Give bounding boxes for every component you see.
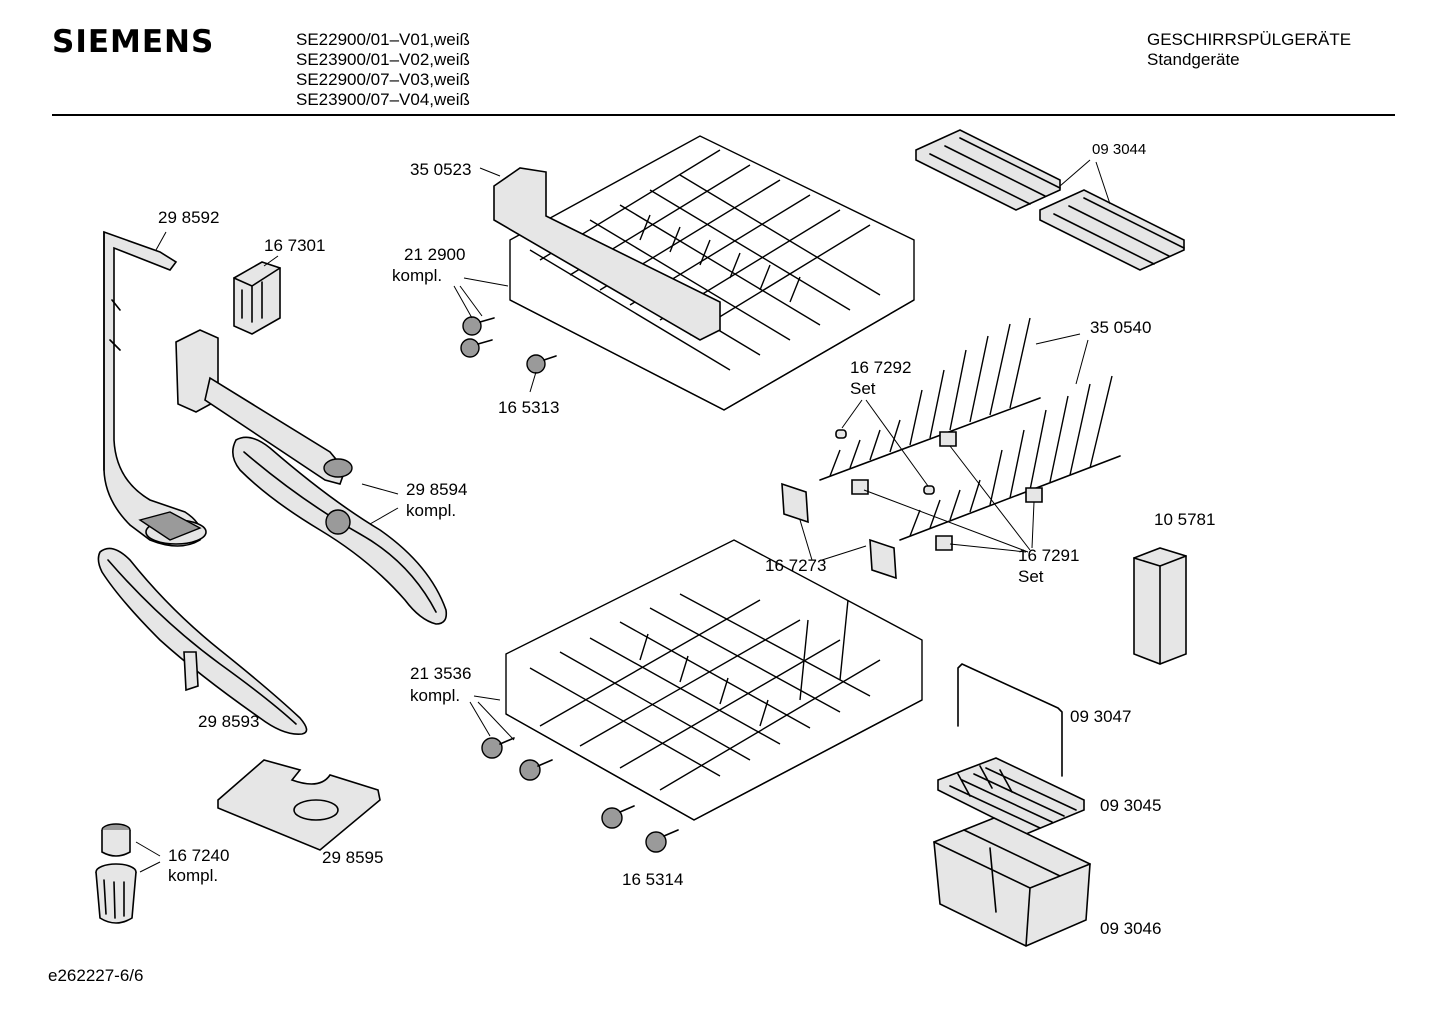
label-165314: 16 5314 [622, 870, 684, 889]
part-167291-clips[interactable] [851, 431, 1043, 551]
part-105781-insert[interactable] [1133, 547, 1187, 665]
model-line-1: SE22900/01–V01,weiß [296, 30, 470, 49]
leader-lines [135, 159, 1111, 873]
brand-logo: SIEMENS [52, 24, 215, 60]
part-upper-basket [509, 135, 915, 411]
label-165313: 16 5313 [498, 398, 560, 417]
part-167240-filter[interactable] [95, 823, 137, 924]
part-093047-handle[interactable] [957, 663, 1063, 777]
category-block: GESCHIRRSPÜLGERÄTE Standgeräte [1147, 30, 1351, 70]
label-212900: 21 2900 [404, 245, 466, 264]
part-212900-rollers[interactable] [460, 316, 495, 358]
model-line-4: SE23900/07–V04,weiß [296, 90, 470, 109]
label-093046: 09 3046 [1100, 919, 1162, 938]
label-167291-note: Set [1018, 567, 1044, 586]
label-167292-note: Set [850, 379, 876, 398]
part-167292-pins[interactable] [835, 429, 935, 495]
model-line-3: SE22900/07–V03,weiß [296, 70, 470, 89]
label-167301: 16 7301 [264, 236, 326, 255]
label-213536: 21 3536 [410, 664, 472, 683]
part-350523-cup-shelf[interactable] [493, 167, 721, 341]
label-167273: 16 7273 [765, 556, 827, 575]
label-350523: 35 0523 [410, 160, 472, 179]
model-line-2: SE23900/01–V02,weiß [296, 50, 470, 69]
category-subtitle: Standgeräte [1147, 50, 1240, 69]
part-298593-lower-spray-arm[interactable] [97, 547, 308, 735]
drawing-id: e262227-6/6 [48, 966, 144, 985]
label-167240: 16 7240 [168, 846, 230, 865]
part-upper-spray-connector [175, 329, 353, 485]
label-093047: 09 3047 [1070, 707, 1132, 726]
part-093045-basket-lid[interactable] [937, 757, 1085, 835]
label-093045: 09 3045 [1100, 796, 1162, 815]
part-093044-cup-racks[interactable] [915, 129, 1185, 271]
part-lower-basket [505, 539, 923, 821]
label-350540: 35 0540 [1090, 318, 1152, 337]
part-350540-tine-racks[interactable] [819, 317, 1121, 541]
label-298595: 29 8595 [322, 848, 384, 867]
part-298595-cover-plate[interactable] [217, 759, 381, 851]
model-list: SE22900/01–V01,weiß SE23900/01–V02,weiß … [296, 30, 470, 110]
label-105781: 10 5781 [1154, 510, 1216, 529]
category-title: GESCHIRRSPÜLGERÄTE [1147, 30, 1352, 49]
part-167301-clip[interactable] [233, 261, 281, 335]
label-167291: 16 7291 [1018, 546, 1080, 565]
header-divider [52, 114, 1395, 116]
part-213536-rollers[interactable] [481, 737, 553, 781]
label-213536-note: kompl. [410, 686, 461, 705]
label-167292: 16 7292 [850, 358, 912, 377]
label-298594-note: kompl. [406, 501, 457, 520]
label-167240-note: kompl. [168, 866, 219, 885]
label-298592: 29 8592 [158, 208, 220, 227]
label-093044: 09 3044 [1092, 141, 1147, 158]
part-165313-roller[interactable] [526, 354, 557, 374]
label-298594: 29 8594 [406, 480, 468, 499]
part-093046-cutlery-basket[interactable] [933, 817, 1091, 947]
part-167273-holders[interactable] [781, 482, 897, 580]
label-212900-note: kompl. [392, 266, 443, 285]
part-165314-rollers[interactable] [601, 805, 679, 853]
part-298594-upper-spray-arm[interactable] [232, 436, 448, 625]
label-298593: 29 8593 [198, 712, 260, 731]
part-298592-supply-pipe[interactable] [103, 230, 207, 547]
